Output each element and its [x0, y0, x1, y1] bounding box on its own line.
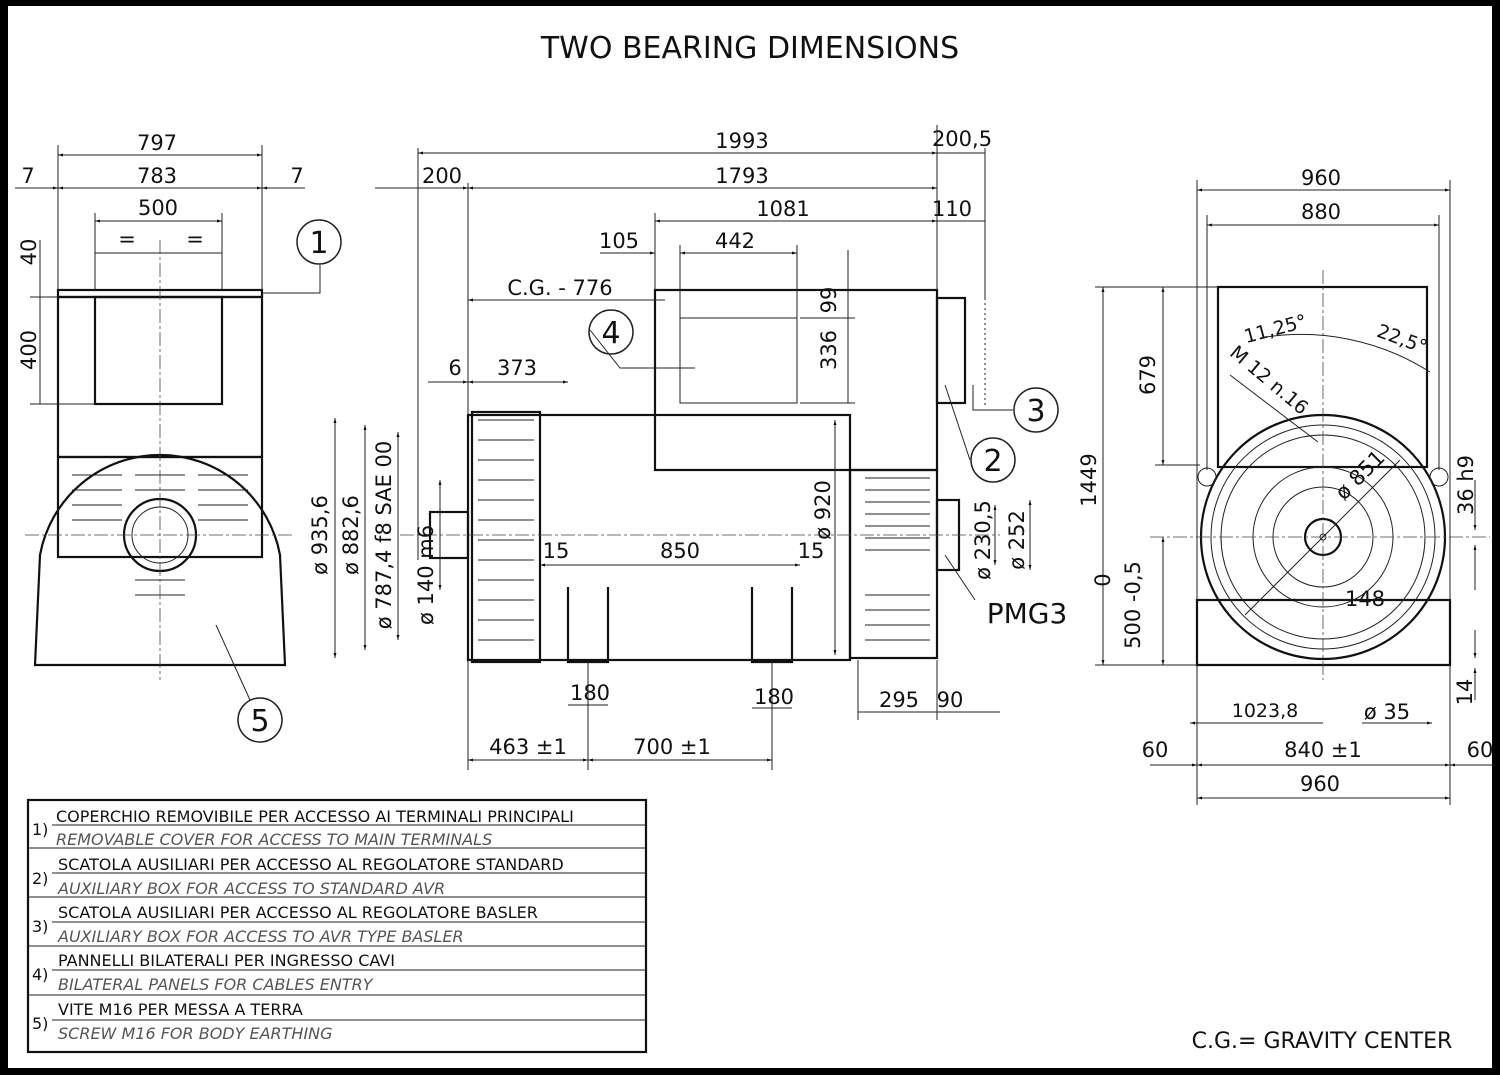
dim-840: 840 ±1: [1284, 738, 1362, 762]
callout-2: 2: [983, 444, 1002, 479]
dim-1993: 1993: [715, 129, 768, 153]
dim-foot-180-right: 180: [754, 685, 794, 709]
dim-463: 463 ±1: [489, 735, 567, 759]
gravity-center-dim: C.G. - 776: [507, 276, 612, 300]
dim-7-left: 7: [21, 164, 34, 188]
dim-110: 110: [932, 197, 972, 221]
drawing-title: TWO BEARING DIMENSIONS: [540, 31, 959, 66]
dim-442: 442: [715, 229, 755, 253]
legend-en-4: BILATERAL PANELS FOR CABLES ENTRY: [58, 975, 374, 994]
dim-679: 679: [1136, 355, 1160, 395]
legend-table: 1) COPERCHIO REMOVIBILE PER ACCESSO AI T…: [26, 798, 648, 1054]
dim-99: 99: [817, 287, 841, 314]
dim-960-bottom: 960: [1300, 772, 1340, 796]
dim-equal-right: =: [186, 227, 204, 251]
dim-500: 500: [138, 196, 178, 220]
callout-3: 3: [1026, 394, 1045, 429]
dim-60-left: 60: [1142, 738, 1169, 762]
dim-105: 105: [599, 229, 639, 253]
dim-797: 797: [137, 131, 177, 155]
legend-en-1: REMOVABLE COVER FOR ACCESS TO MAIN TERMI…: [56, 830, 492, 849]
legend-it-3: SCATOLA AUSILIARI PER ACCESSO AL REGOLAT…: [58, 903, 538, 922]
dim-200: 200: [422, 164, 462, 188]
callouts: 1 2 3 4 5: [237, 219, 1059, 743]
dim-foot-180-left: 180: [570, 681, 610, 705]
dim-d920: ø 920: [811, 480, 835, 540]
end-view-left: 797 783 500 = = 7 7 40 400: [15, 131, 321, 701]
legend-en-5: SCREW M16 FOR BODY EARTHING: [58, 1024, 333, 1043]
dim-200-5: 200,5: [932, 127, 992, 151]
dim-783: 783: [137, 164, 177, 188]
callout-4: 4: [601, 316, 620, 351]
dim-148: 148: [1345, 587, 1385, 611]
dim-400: 400: [17, 330, 41, 370]
dim-15-left: 15: [543, 539, 570, 563]
dim-336: 336: [817, 330, 841, 370]
dim-1793: 1793: [715, 164, 768, 188]
legend-en-2: AUXILIARY BOX FOR ACCESS TO STANDARD AVR: [57, 879, 445, 898]
tolerance-0: 0: [1091, 573, 1115, 586]
pmg3-label: PMG3: [987, 597, 1068, 630]
legend-it-1: COPERCHIO REMOVIBILE PER ACCESSO AI TERM…: [56, 807, 574, 826]
dim-36-h9: 36 h9: [1454, 455, 1478, 515]
dim-15-right: 15: [798, 539, 825, 563]
dim-960-top: 960: [1301, 166, 1341, 190]
callout-5: 5: [250, 704, 269, 739]
dim-14: 14: [1453, 679, 1477, 706]
dim-d882-6: ø 882,6: [339, 495, 363, 575]
dim-d140-shaft: ø 140 m6: [414, 525, 438, 625]
dim-850: 850: [660, 539, 700, 563]
callout-1: 1: [309, 226, 328, 261]
dim-d252: ø 252: [1005, 510, 1029, 570]
dim-1081: 1081: [756, 197, 809, 221]
side-view: 1993 200,5 200 1793 1081 110 105 442 C.G…: [308, 125, 1067, 770]
dim-d35: ø 35: [1364, 700, 1410, 724]
dim-60-right: 60: [1467, 738, 1494, 762]
legend-num-1: 1): [32, 820, 48, 839]
legend-num-5: 5): [32, 1014, 48, 1033]
legend-num-4: 4): [32, 965, 48, 984]
dim-7-right: 7: [290, 164, 303, 188]
dim-6: 6: [448, 356, 461, 380]
legend-it-5: VITE M16 PER MESSA A TERRA: [58, 1000, 303, 1019]
legend-en-3: AUXILIARY BOX FOR ACCESS TO AVR TYPE BAS…: [57, 927, 464, 946]
legend-it-4: PANNELLI BILATERALI PER INGRESSO CAVI: [58, 951, 395, 970]
dim-700: 700 ±1: [633, 735, 711, 759]
dim-90: 90: [937, 688, 964, 712]
dim-40: 40: [17, 239, 41, 266]
legend-num-3: 3): [32, 917, 48, 936]
gravity-center-note: C.G.= GRAVITY CENTER: [1192, 1029, 1453, 1054]
legend-num-2: 2): [32, 869, 48, 888]
dim-880: 880: [1301, 200, 1341, 224]
dim-d230-5: ø 230,5: [971, 500, 995, 580]
dim-1023-8: 1023,8: [1232, 700, 1298, 722]
dim-500-tolerance: 500 -0,5: [1121, 561, 1145, 649]
dim-1449: 1449: [1077, 453, 1101, 506]
dim-d935-6: ø 935,6: [308, 495, 332, 575]
dim-373: 373: [497, 356, 537, 380]
dim-equal-left: =: [118, 227, 136, 251]
dim-d787-4: ø 787,4 f8 SAE 00: [372, 441, 396, 630]
dim-295: 295: [879, 688, 919, 712]
legend-it-2: SCATOLA AUSILIARI PER ACCESSO AL REGOLAT…: [58, 855, 564, 874]
